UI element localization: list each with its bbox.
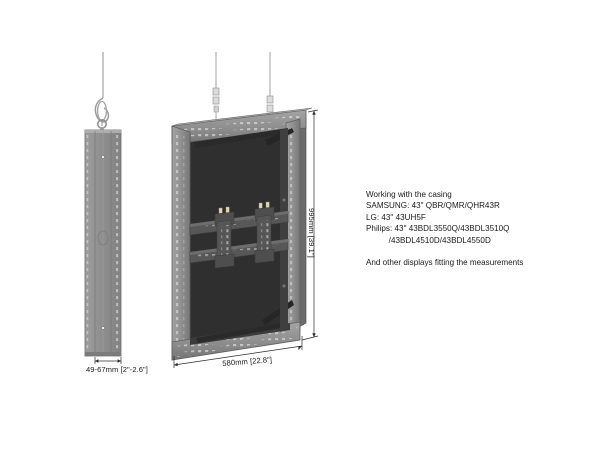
spec-heading: Working with the casing [366, 190, 452, 199]
top-rail-perforations [175, 114, 303, 141]
spec-line-philips: Philips: 43" 43BDL3550Q/43BDL3510Q [366, 224, 510, 234]
height-dimension-line [301, 109, 319, 341]
spec-footnote: And other displays fitting the measureme… [366, 258, 524, 268]
angled-casing-view [171, 52, 319, 368]
vesa-mount-bracket-right [254, 201, 275, 264]
depth-dimension-label: 49-67mm [2"-2.6"] [86, 365, 148, 374]
suspension-cable-left [212, 52, 220, 128]
side-profile-view [84, 52, 122, 364]
compatibility-spec-block: Working with the casing SAMSUNG: 43" QBR… [366, 189, 596, 268]
spec-spacer [366, 246, 596, 257]
spec-line-lg: LG: 43" 43UH5F [366, 212, 426, 222]
side-casing-body [84, 129, 122, 357]
depth-dimension-line [94, 357, 122, 364]
spec-line-samsung: SAMSUNG: 43" QBR/QMR/QHR43R [366, 201, 500, 211]
width-dimension-line [173, 336, 303, 368]
eyelet-ring [97, 119, 108, 131]
cable-tensioner-left [212, 87, 220, 113]
casing-frame [171, 107, 313, 361]
vesa-mount-bracket-left [214, 206, 235, 269]
spec-line-philips-cont: /43BDL4510D/43BDL4550D [366, 235, 491, 245]
diagonal-brace-top [194, 128, 288, 148]
height-dimension-label: 995mm [39.1"] [307, 208, 316, 258]
